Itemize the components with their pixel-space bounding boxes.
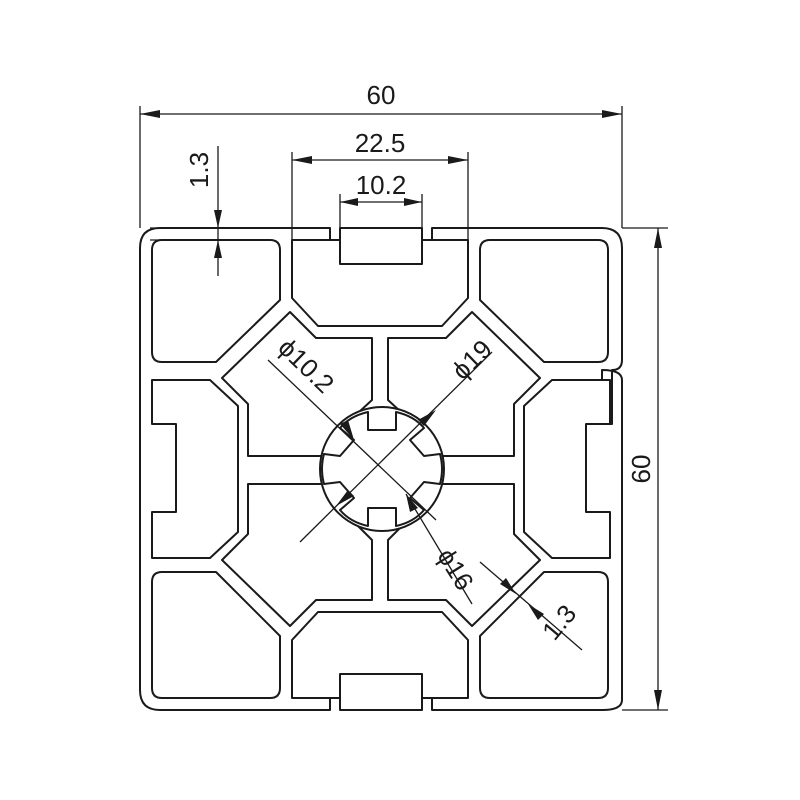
overall-height-label: 60 [626, 455, 656, 484]
arrowhead [406, 494, 418, 512]
arrowhead [404, 198, 422, 206]
arrowhead [602, 110, 622, 118]
arrowhead [418, 410, 436, 426]
slot-width-label: 22.5 [355, 128, 406, 158]
bottom-slot [291, 611, 469, 699]
corner-cavity-bottom-left [151, 571, 281, 699]
overall-width-label: 60 [367, 80, 396, 110]
arrowhead [140, 110, 160, 118]
arrowhead [448, 156, 468, 164]
inner-core-diameter-leader [405, 493, 473, 605]
arrowhead [340, 420, 354, 440]
arrowhead [654, 690, 662, 710]
bore-diameter-leader [267, 359, 437, 521]
arrowhead [214, 240, 222, 258]
wall-thickness-top-label: 1.3 [184, 152, 214, 188]
arrowhead [654, 228, 662, 248]
arrowhead [500, 578, 516, 594]
corner-cavity-top-right [479, 239, 609, 363]
right-slot [523, 379, 611, 559]
arrowhead [340, 198, 358, 206]
arrowhead [214, 210, 222, 228]
slot-opening-label: 10.2 [356, 170, 407, 200]
left-slot [151, 379, 239, 559]
arrowhead [336, 490, 354, 506]
arrowhead [528, 604, 544, 620]
corner-cavity-bottom-right [479, 571, 609, 699]
corner-cavity-top-left [151, 239, 281, 363]
outer-core-diameter-leader [299, 351, 493, 543]
arrowhead [292, 156, 312, 164]
